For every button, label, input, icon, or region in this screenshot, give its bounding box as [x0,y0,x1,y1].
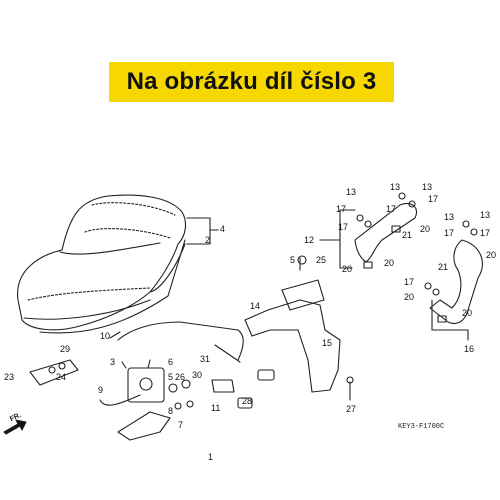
callout-13b: 13 [390,182,400,192]
callout-25: 25 [316,255,326,265]
callout-17g: 17 [404,277,414,287]
callout-2: 2 [205,235,210,245]
callout-7: 7 [178,420,183,430]
callout-20d: 20 [486,250,496,260]
callout-20b: 20 [384,258,394,268]
banner-text: Na obrázku díl číslo 3 [126,68,377,95]
callout-30: 30 [192,370,202,380]
grab-rail-left [354,202,418,263]
callout-20c: 20 [420,224,430,234]
callout-5b: 5 [290,255,295,265]
callout-17e: 17 [444,228,454,238]
callout-28: 28 [242,396,252,406]
callout-29: 29 [60,344,70,354]
callout-17b: 17 [338,222,348,232]
callout-17a: 17 [336,204,346,214]
callout-21a: 21 [402,230,412,240]
callout-17d: 17 [428,194,438,204]
callout-6: 6 [168,357,173,367]
callout-27: 27 [346,404,356,414]
diagram-code: KEY3-F1700C [398,423,445,431]
callout-1: 1 [208,452,213,462]
callout-13c: 13 [422,182,432,192]
callout-21b: 21 [438,262,448,272]
callout-17f: 17 [480,228,490,238]
frame-bracket [244,299,341,393]
callout-20a: 20 [342,264,352,274]
callout-12: 12 [304,235,314,245]
callout-17c: 17 [386,204,396,214]
callout-4: 4 [220,224,225,234]
cable-10 [117,321,244,361]
callout-20f: 20 [462,308,472,318]
callout-8: 8 [168,406,173,416]
callout-31: 31 [200,354,210,364]
callout-26: 26 [175,372,185,382]
grab-rail-right [429,239,483,325]
callout-5: 5 [168,372,173,382]
callout-13a: 13 [346,187,356,197]
callout-13e: 13 [480,210,490,220]
callout-24: 24 [56,372,66,382]
callout-23: 23 [4,372,14,382]
callout-20e: 20 [404,292,414,302]
callout-9: 9 [98,385,103,395]
title-banner: Na obrázku díl číslo 3 [109,62,394,102]
callout-11: 11 [211,403,220,413]
callout-3: 3 [110,357,115,367]
callout-13d: 13 [444,212,454,222]
callout-10: 10 [100,331,110,341]
seat-drawing [17,194,187,334]
callout-14: 14 [250,301,260,311]
callout-15: 15 [322,338,332,348]
callout-16: 16 [464,344,474,354]
